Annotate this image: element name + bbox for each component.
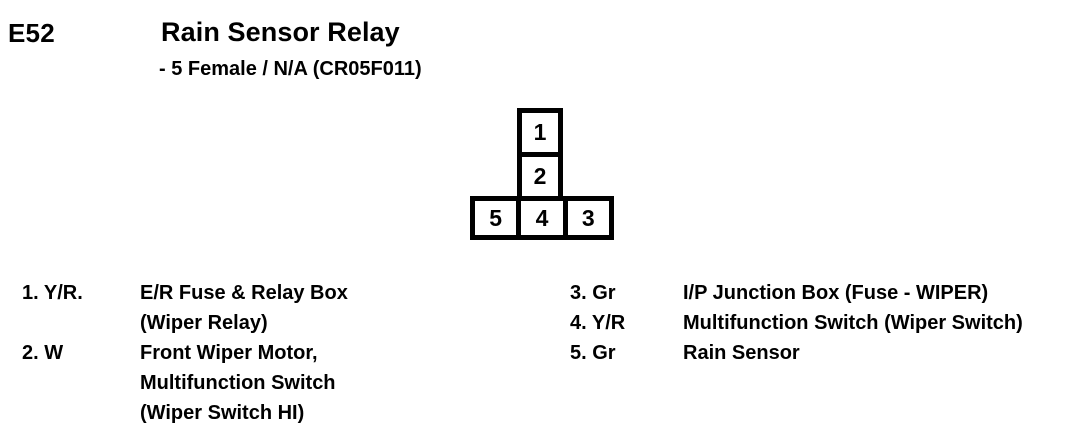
connector-pin-1: 1: [522, 113, 558, 157]
pin-legend-right: 3. Gr I/P Junction Box (Fuse - WIPER) 4. Y…: [548, 278, 1080, 368]
pin-reference: 5. Gr: [570, 342, 616, 364]
pin-description-continued: (Wiper Relay): [140, 312, 268, 334]
pin-legend-entry-head: 2. W Front Wiper Motor,: [0, 338, 540, 368]
pin-description: Multifunction Switch (Wiper Switch): [683, 312, 1023, 334]
connector-title: Rain Sensor Relay: [161, 17, 400, 47]
pin-reference: 2. W: [22, 342, 64, 364]
pin-description: Front Wiper Motor,: [140, 342, 318, 364]
pin-reference: 3. Gr: [570, 282, 616, 304]
pin-legend-entry: 1. Y/R. E/R Fuse & Relay Box (Wiper Relay): [0, 278, 540, 338]
connector-pin-3: 3: [567, 201, 609, 235]
connector-pin-5: 5: [475, 201, 522, 235]
connector-code-label: E52: [8, 18, 55, 48]
pin-description: E/R Fuse & Relay Box: [140, 282, 348, 304]
pin-legend-entry-head: 4. Y/R Multifunction Switch (Wiper Switch…: [548, 308, 1080, 338]
pin-legend-entry-head: 1. Y/R. E/R Fuse & Relay Box: [0, 278, 540, 308]
pin-description: Rain Sensor: [683, 342, 800, 364]
pin-legend-left: 1. Y/R. E/R Fuse & Relay Box (Wiper Relay)…: [0, 278, 540, 428]
pin-legend-entry: 4. Y/R Multifunction Switch (Wiper Switch…: [548, 308, 1080, 338]
pin-legend-entry: 2. W Front Wiper Motor, Multifunction Swit…: [0, 338, 540, 428]
pin-description-continued: (Wiper Switch HI): [140, 402, 305, 424]
pin-description-continued: Multifunction Switch: [140, 372, 336, 394]
pin-description: I/P Junction Box (Fuse - WIPER): [683, 282, 989, 304]
connector-subtitle: - 5 Female / N/A (CR05F011): [159, 58, 422, 80]
pin-legend-entry-head: 5. Gr Rain Sensor: [548, 338, 1080, 368]
pin-legend-entry: 3. Gr I/P Junction Box (Fuse - WIPER): [548, 278, 1080, 308]
connector-pin-2: 2: [522, 157, 558, 201]
pin-legend-entry: 5. Gr Rain Sensor: [548, 338, 1080, 368]
pin-legend-entry-head: 3. Gr I/P Junction Box (Fuse - WIPER): [548, 278, 1080, 308]
connector-pin-4: 4: [521, 201, 568, 235]
pin-reference: 1. Y/R.: [22, 282, 83, 304]
pin-reference: 4. Y/R: [570, 312, 626, 334]
